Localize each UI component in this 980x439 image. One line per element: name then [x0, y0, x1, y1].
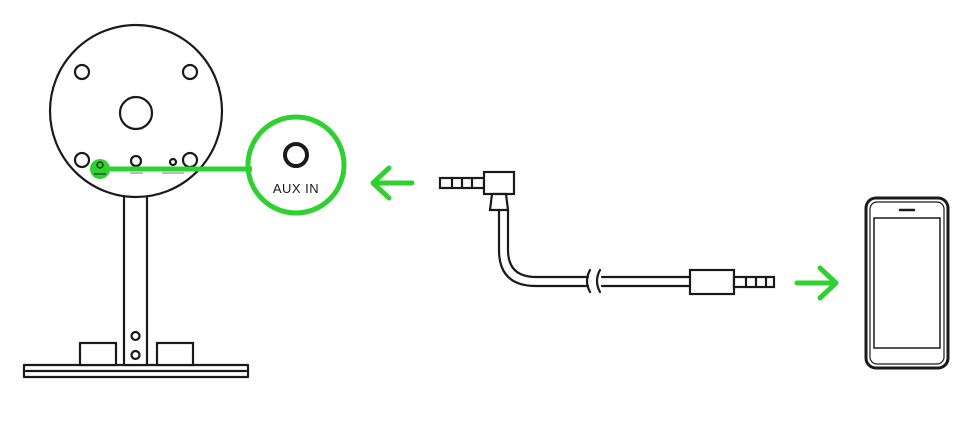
- speaker-body: [48, 23, 224, 199]
- aux-jack-icon: [283, 142, 309, 168]
- arrow-right-icon: [794, 265, 839, 301]
- plug-left-body: [482, 170, 516, 196]
- center-mount: [118, 95, 154, 131]
- screw-hole-bottom-left: [73, 151, 91, 169]
- stand-base-block-right: [155, 341, 195, 367]
- smartphone-icon: [864, 196, 950, 370]
- rear-port-right: [168, 157, 178, 167]
- aux-in-label: AUX IN: [273, 181, 319, 196]
- aux-port-highlight: AUX IN: [90, 114, 347, 216]
- aux-zoom-circle: [245, 114, 347, 216]
- phone-screen: [873, 217, 941, 349]
- cable-segment-left-outer: [497, 208, 590, 288]
- screw-hole-top-right: [181, 63, 199, 81]
- cable-break-left: [585, 268, 592, 294]
- stand-base-block-left: [78, 341, 118, 367]
- rear-port-middle: [129, 154, 143, 168]
- plug-left-strain-relief: [488, 192, 510, 212]
- plug-right-body: [688, 268, 736, 296]
- phone-body: [864, 196, 950, 370]
- cable-plug-left: [438, 170, 516, 212]
- cable-break-right: [595, 268, 602, 294]
- speaker-stand-icon: [22, 23, 250, 379]
- phone-bezel: [869, 201, 945, 365]
- stand-pole-hole-bottom: [130, 349, 141, 361]
- cable-plug-right: [688, 268, 776, 296]
- plug-right-tip: [732, 275, 776, 289]
- aux-port-spot-hole: [96, 161, 104, 169]
- audio-cable-icon: [438, 170, 776, 296]
- screw-hole-top-left: [73, 63, 91, 81]
- arrow-left-icon: [370, 165, 415, 201]
- cable-segment-left-inner: [506, 208, 590, 279]
- stand-pole-hole-top: [130, 330, 141, 342]
